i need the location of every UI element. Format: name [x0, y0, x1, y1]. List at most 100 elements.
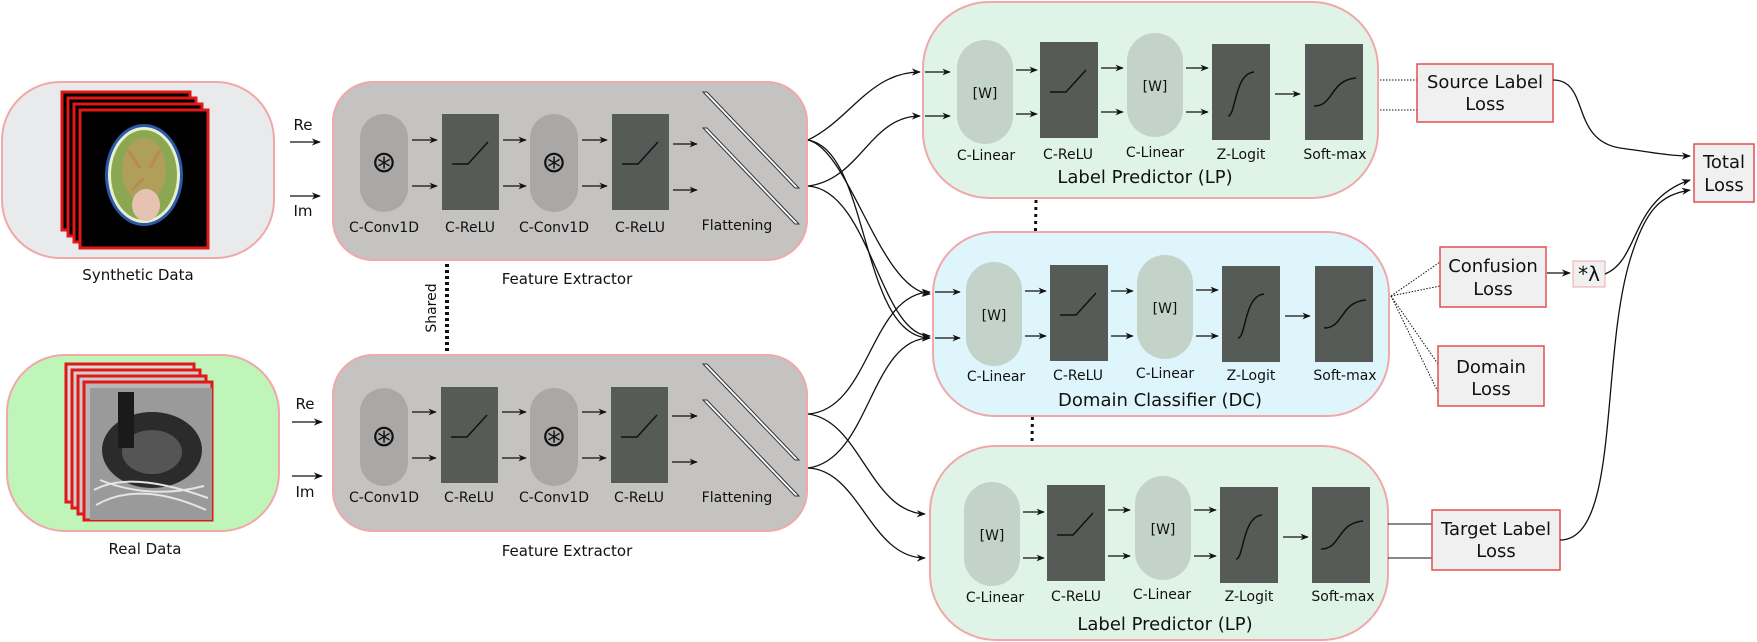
flattening-label: Flattening	[702, 218, 773, 234]
feature-extractor-bottom: ⊛ ⊛ C-Conv1D C-ReLU C-Conv1D C-ReLU Flat…	[332, 354, 808, 532]
weight-symbol: [W]	[1151, 522, 1176, 538]
z-logit-label: Z-Logit	[1217, 147, 1266, 163]
c-relu-label: C-ReLU	[1053, 368, 1103, 384]
loss-connectors	[1380, 79, 1441, 559]
c-conv1d-label: C-Conv1D	[349, 490, 419, 506]
relu-curve-icon	[622, 141, 659, 165]
flattening-bar-4	[701, 399, 801, 497]
weight-symbol: [W]	[1143, 79, 1168, 95]
flattening-bar-1	[701, 91, 801, 189]
softmax-curve-icon	[1320, 520, 1364, 550]
c-linear-label: C-Linear	[966, 590, 1025, 606]
c-linear-block	[957, 40, 1013, 144]
re-label-bottom: Re	[296, 395, 315, 413]
convolution-icon: ⊛	[541, 145, 566, 180]
convolution-icon: ⊛	[541, 419, 566, 454]
c-linear-label: C-Linear	[957, 148, 1016, 164]
z-logit-block	[1222, 266, 1280, 362]
target-label-loss-line1: Target Label	[1440, 519, 1551, 540]
target-label-loss-box: Target Label Loss	[1431, 509, 1561, 571]
c-relu-label: C-ReLU	[1051, 589, 1101, 605]
c-conv1d-block-1	[360, 114, 408, 212]
c-relu-label: C-ReLU	[445, 220, 495, 236]
c-linear-block	[966, 262, 1022, 366]
confusion-loss-box: Confusion Loss	[1439, 246, 1547, 308]
target-label-loss-line2: Loss	[1476, 541, 1515, 562]
flattening-bar-3	[701, 363, 801, 461]
lambda-label: *λ	[1578, 262, 1600, 286]
c-linear-label: C-Linear	[967, 369, 1026, 385]
total-loss-box: Total Loss	[1693, 143, 1755, 203]
c-linear-label: C-Linear	[1136, 366, 1195, 382]
z-logit-curve-icon	[1237, 293, 1265, 339]
c-relu-label: C-ReLU	[615, 220, 665, 236]
c-conv1d-label: C-Conv1D	[349, 220, 419, 236]
synthetic-data-label: Synthetic Data	[82, 266, 193, 284]
weight-symbol: [W]	[982, 308, 1007, 324]
softmax-curve-icon	[1313, 77, 1357, 107]
c-conv1d-block-3	[360, 388, 408, 486]
c-linear-block	[1127, 33, 1183, 137]
relu-curve-icon	[1057, 512, 1094, 536]
relu-curve-icon	[451, 414, 488, 438]
real-data-label: Real Data	[109, 540, 182, 558]
softmax-label: Soft-max	[1303, 147, 1366, 163]
convolution-icon: ⊛	[371, 419, 396, 454]
feature-extractor-title-top: Feature Extractor	[502, 270, 633, 288]
c-conv1d-block-4	[530, 388, 578, 486]
relu-curve-icon	[452, 141, 489, 165]
softmax-label: Soft-max	[1311, 589, 1374, 605]
softmax-curve-icon	[1323, 299, 1367, 329]
connection-curves	[807, 68, 931, 562]
feature-extractor-top: ⊛ ⊛ C-Conv1D C-ReLU C-Conv1D C-ReLU Flat…	[332, 81, 808, 261]
source-label-loss-box: Source Label Loss	[1416, 63, 1554, 123]
feature-extractor-title-bottom: Feature Extractor	[502, 542, 633, 560]
c-conv1d-block-2	[530, 114, 578, 212]
convolution-icon: ⊛	[371, 145, 396, 180]
z-logit-curve-icon	[1227, 71, 1255, 117]
source-label-loss-line1: Source Label	[1427, 72, 1543, 93]
c-relu-label: C-ReLU	[444, 490, 494, 506]
im-label-top: Im	[293, 202, 312, 220]
c-relu-block	[1040, 42, 1098, 138]
domain-loss-box: Domain Loss	[1437, 345, 1545, 407]
c-linear-block	[964, 482, 1020, 586]
flattening-label: Flattening	[702, 490, 773, 506]
z-logit-curve-icon	[1235, 514, 1263, 560]
label-predictor-title-top: Label Predictor (LP)	[1057, 167, 1232, 188]
c-linear-block	[1135, 476, 1191, 580]
domain-classifier-title: Domain Classifier (DC)	[1058, 390, 1262, 411]
confusion-loss-line2: Loss	[1473, 279, 1512, 300]
label-predictor-bottom: [W] [W] C-Linear C-ReLU C-Linear Z-Logit…	[929, 445, 1389, 641]
z-logit-block	[1212, 44, 1270, 140]
c-linear-block	[1137, 255, 1193, 359]
weight-symbol: [W]	[1153, 301, 1178, 317]
source-label-loss-line2: Loss	[1465, 94, 1504, 115]
z-logit-block	[1220, 487, 1278, 583]
weight-symbol: [W]	[980, 528, 1005, 544]
label-predictor-top: [W] [W] C-Linear C-ReLU C-Linear Z-Logit…	[922, 1, 1379, 199]
lambda-multiplier: *λ	[1572, 260, 1606, 288]
c-relu-label: C-ReLU	[614, 490, 664, 506]
c-linear-label: C-Linear	[1133, 587, 1192, 603]
c-relu-label: C-ReLU	[1043, 147, 1093, 163]
mri-stack-image	[60, 90, 210, 250]
c-conv1d-label: C-Conv1D	[519, 220, 589, 236]
total-loss-line1: Total	[1702, 152, 1745, 173]
total-loss-curves	[1552, 79, 1691, 541]
synthetic-data-input: Synthetic Data	[1, 81, 275, 284]
c-conv1d-label: C-Conv1D	[519, 490, 589, 506]
label-predictor-title-bottom: Label Predictor (LP)	[1077, 614, 1252, 635]
relu-curve-icon	[1050, 69, 1087, 93]
flattening-bar-2	[701, 127, 801, 225]
relu-curve-icon	[1060, 292, 1097, 316]
c-relu-block	[1050, 265, 1108, 361]
z-logit-label: Z-Logit	[1227, 368, 1276, 384]
im-label-bottom: Im	[295, 483, 314, 501]
weight-symbol: [W]	[973, 86, 998, 102]
c-relu-block	[1047, 485, 1105, 581]
real-data-input: Real Data	[6, 354, 280, 558]
re-label-top: Re	[294, 116, 313, 134]
confusion-loss-line1: Confusion	[1448, 256, 1538, 277]
